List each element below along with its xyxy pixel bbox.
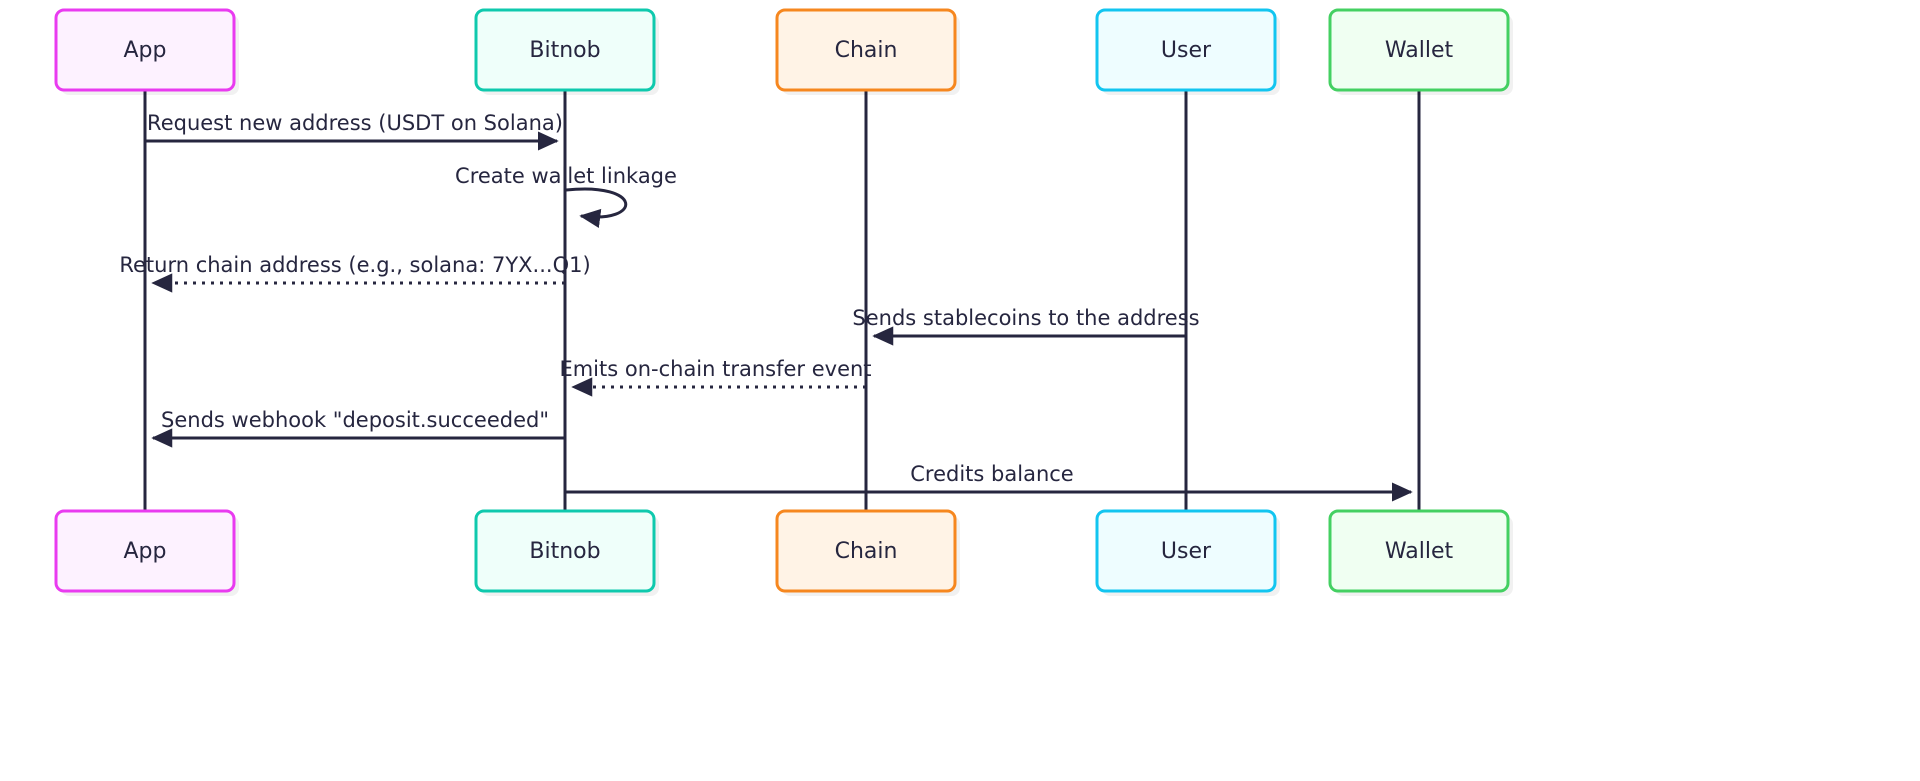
actor-label-bitnob: Bitnob xyxy=(529,38,600,63)
actor-boxes-bottom: App Bitnob Chain User Wallet xyxy=(54,509,1513,596)
actor-box-wallet-top[interactable]: Wallet xyxy=(1328,8,1513,95)
message-label-2: Create wallet linkage xyxy=(455,164,677,188)
actor-box-user-bottom[interactable]: User xyxy=(1095,509,1280,596)
actor-box-app-top[interactable]: App xyxy=(54,8,239,95)
message-label-1: Request new address (USDT on Solana) xyxy=(147,111,563,135)
actor-box-user-top[interactable]: User xyxy=(1095,8,1280,95)
actor-box-chain-top[interactable]: Chain xyxy=(775,8,960,95)
actor-label-chain: Chain xyxy=(835,38,898,63)
actor-label-chain: Chain xyxy=(835,539,898,564)
message-label-5: Emits on-chain transfer event xyxy=(559,357,871,381)
actor-box-chain-bottom[interactable]: Chain xyxy=(775,509,960,596)
actor-label-wallet: Wallet xyxy=(1385,38,1454,63)
actor-box-rect xyxy=(54,8,236,92)
actor-box-rect xyxy=(1095,8,1277,92)
actor-label-wallet: Wallet xyxy=(1385,539,1454,564)
message-line-2 xyxy=(565,187,628,228)
actor-box-rect xyxy=(1095,509,1277,593)
actor-box-rect xyxy=(1328,8,1510,92)
actor-label-user: User xyxy=(1161,38,1212,63)
actor-box-rect xyxy=(474,509,656,593)
actor-box-rect xyxy=(1328,509,1510,593)
actor-box-app-bottom[interactable]: App xyxy=(54,509,239,596)
message-label-6: Sends webhook "deposit.succeeded" xyxy=(161,408,549,432)
actor-label-bitnob: Bitnob xyxy=(529,539,600,564)
actor-label-app: App xyxy=(124,539,167,564)
message-label-4: Sends stablecoins to the address xyxy=(852,306,1199,330)
actor-label-app: App xyxy=(124,38,167,63)
messages-group xyxy=(145,131,1413,502)
actor-box-rect xyxy=(775,509,957,593)
actor-box-rect xyxy=(474,8,656,92)
actor-boxes-top: App Bitnob Chain User Wallet xyxy=(54,8,1513,95)
actor-label-user: User xyxy=(1161,539,1212,564)
message-label-3: Return chain address (e.g., solana: 7YX.… xyxy=(119,253,590,277)
actor-box-rect xyxy=(775,8,957,92)
actor-box-rect xyxy=(54,509,236,593)
actor-box-bitnob-bottom[interactable]: Bitnob xyxy=(474,509,659,596)
actor-box-bitnob-top[interactable]: Bitnob xyxy=(474,8,659,95)
message-label-7: Credits balance xyxy=(910,462,1073,486)
lifelines-group xyxy=(143,90,1421,511)
actor-box-wallet-bottom[interactable]: Wallet xyxy=(1328,509,1513,596)
message-labels-group: Request new address (USDT on Solana) Crea… xyxy=(119,111,1199,486)
